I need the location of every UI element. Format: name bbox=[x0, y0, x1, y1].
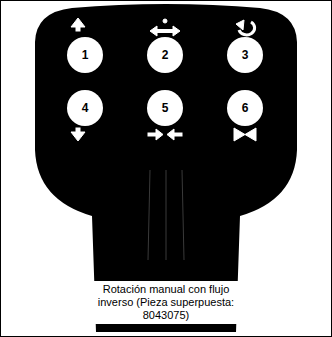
button-number: 3 bbox=[242, 48, 249, 62]
dot-icon bbox=[163, 19, 167, 23]
button-circle: 5 bbox=[147, 90, 183, 126]
caption: Rotación manual con flujo inverso (Pieza… bbox=[91, 281, 241, 324]
hatch-line bbox=[148, 170, 150, 260]
pendant-body bbox=[35, 4, 297, 332]
left-right-arrow-icon bbox=[156, 30, 174, 33]
button-circle: 4 bbox=[67, 90, 103, 126]
right-arrow-icon bbox=[156, 129, 163, 140]
button-circle: 6 bbox=[227, 90, 263, 126]
button-number: 2 bbox=[162, 48, 169, 62]
valve-icon bbox=[234, 128, 245, 141]
button-circle: 3 bbox=[227, 37, 263, 73]
body-hatching bbox=[148, 170, 184, 260]
button-circle: 2 bbox=[147, 37, 183, 73]
button-number: 1 bbox=[82, 48, 89, 62]
button-circle: 1 bbox=[67, 37, 103, 73]
button-number: 4 bbox=[82, 101, 89, 115]
valve-icon bbox=[245, 128, 256, 141]
button-icons bbox=[71, 18, 256, 141]
button-number: 6 bbox=[242, 101, 249, 115]
rotate-icon bbox=[236, 20, 244, 30]
hatch-line bbox=[166, 170, 167, 260]
down-arrow-icon bbox=[71, 132, 85, 141]
button-number: 5 bbox=[162, 101, 169, 115]
left-arrow-icon bbox=[167, 129, 174, 140]
up-arrow-icon bbox=[76, 26, 80, 31]
hatch-line bbox=[182, 170, 184, 260]
